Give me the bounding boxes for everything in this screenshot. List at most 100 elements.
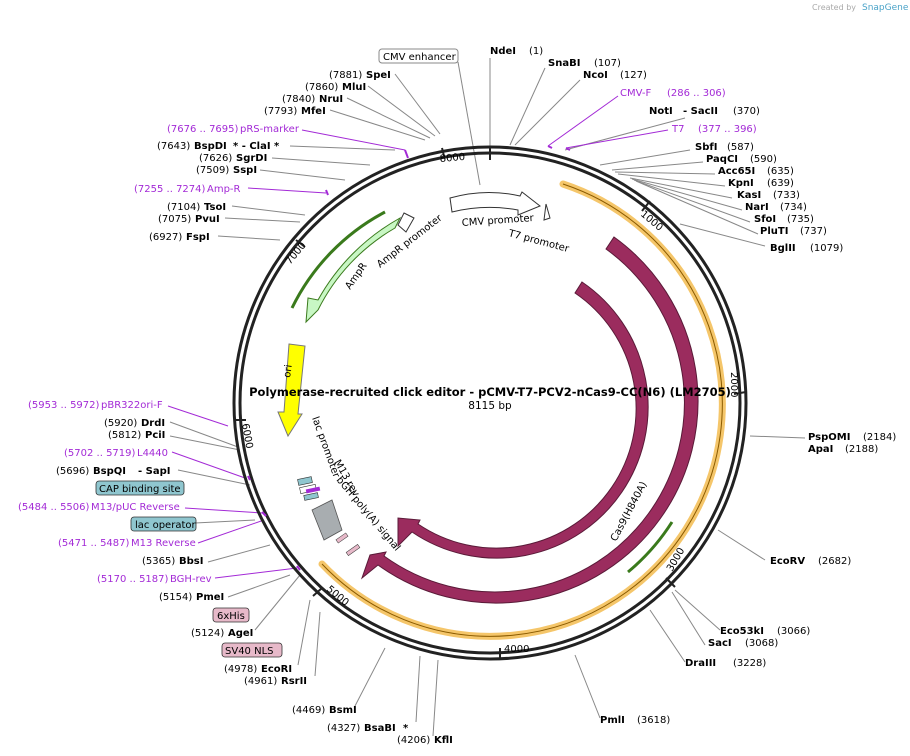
label-pluti: PluTI [760,226,788,237]
tick-label-6000: 6000 [239,423,254,450]
label-amp-r: Amp-R [207,184,241,195]
label-kpni: KpnI [728,178,754,189]
label-pvui: PvuI [195,214,220,225]
pos-bsabi: (4327) [327,723,360,734]
t7-promoter-arrow [543,203,551,221]
label-eco53ki: Eco53kI [720,626,764,637]
label-sgrdi: SgrDI [236,153,267,164]
primer-marks [247,145,571,571]
his-box [212,607,250,623]
label-pspomi: PspOMI [808,432,850,443]
pos-bgh-rev: (5170 .. 5187) [97,574,169,585]
leader-lines [169,58,806,737]
label-l4440: L4440 [137,448,168,459]
pos-m13-puc: (5484 .. 5506) [18,502,90,513]
cap-site-feature [297,476,313,486]
lac-operator-feature [303,492,319,501]
pos-fspi: (6927) [149,232,182,243]
label-drdi: DrdI [141,418,165,429]
label-ecori: EcoRI [261,664,292,675]
map-title: Polymerase-recruited click editor - pCMV… [249,385,731,399]
pos-kfli: (4206) [397,735,430,746]
label-kasi: KasI [737,190,761,201]
orf-line-cas9 [321,183,723,637]
pos-drdi: (5920) [104,418,137,429]
label-6xhis: 6xHis [217,611,245,622]
pos-tsoi: (7104) [167,202,200,213]
label-pcii: PciI [145,430,165,441]
label-tsoi: TsoI [204,202,226,213]
pos-ndei: (1) [529,46,543,57]
sv40-feature [345,543,361,557]
label-saci: SacI [708,638,732,649]
label-fspi: FspI [186,232,210,243]
pos-nrui: (7840) [282,94,315,105]
label-sbfi: SbfI [695,142,717,153]
label-sv40: SV40 NLS [225,646,274,657]
feature-label-t7-promoter: T7 promoter [506,228,571,255]
cas9-outer-arc [360,236,699,604]
label-draiii: DraIII [685,658,716,669]
pos-cmv-f: (286 .. 306) [667,88,726,99]
pos-l4440: (5702 .. 5719) [64,448,136,459]
pos-t7: (377 .. 396) [698,124,757,135]
pos-spei: (7881) [329,70,362,81]
label-noti-extra: - SacII [683,106,718,117]
label-bspqi-extra: - SapI [138,466,170,477]
ampr-promoter-arrow [397,212,415,233]
pos-bspqi: (5696) [56,466,89,477]
pos-bspdi: (7643) [157,141,190,152]
label-bbsi: BbsI [179,556,203,567]
label-sspi: SspI [233,165,257,176]
pos-eco53ki: (3066) [777,626,810,637]
label-ecorv: EcoRV [770,556,805,567]
his-feature [335,532,349,544]
label-sfoi: SfoI [754,214,776,225]
pos-rsrii: (4961) [244,676,277,687]
label-t7: T7 [671,124,684,135]
label-m13-puc: M13/pUC Reverse [91,502,180,513]
label-agei: AgeI [228,628,253,639]
pos-kasi: (733) [773,190,800,201]
sv40-nls-box [221,642,283,658]
pos-ecori: (4978) [224,664,257,675]
ori-arrow [277,343,306,438]
label-snabi: SnaBI [548,58,580,69]
pos-pbr322: (5953 .. 5972) [28,400,100,411]
label-lac-operator: lac operator [135,520,196,531]
cap-binding-box [95,480,185,496]
label-spei: SpeI [366,70,391,81]
pos-pcii: (5812) [108,430,141,441]
pos-mfei: (7793) [264,106,297,117]
label-cmv-enhancer: CMV enhancer [383,52,457,63]
pos-agei: (5124) [191,628,224,639]
cas9-inner-arc [397,281,649,559]
pos-sfoi: (735) [787,214,814,225]
label-bspdi: BspDI [194,141,227,152]
label-m13-reverse: M13 Reverse [131,538,196,549]
pos-bsmi: (4469) [292,705,325,716]
orf-green-ampr [290,210,386,309]
label-apai: ApaI [808,444,833,455]
label-acc65i: Acc65I [718,166,755,177]
label-rsrii: RsrII [281,676,307,687]
primer-leader-lines [167,95,669,579]
feature-label-cmv-promoter: CMV promoter [461,213,535,229]
pos-ncoi: (127) [620,70,647,81]
pos-pmli: (3618) [637,715,670,726]
label-bglii: BglII [770,243,796,254]
label-bspdi-extra: * - ClaI * [233,141,280,152]
pos-amp-r: (7255 .. 7274) [134,184,206,195]
pos-acc65i: (635) [767,166,794,177]
pos-pmei: (5154) [159,592,192,603]
tick-label-4000: 4000 [504,644,529,655]
pos-saci: (3068) [745,638,778,649]
label-cap: CAP binding site [99,484,181,495]
label-ncoi: NcoI [583,70,608,81]
pos-pluti: (737) [800,226,827,237]
watermark-text: Created by [812,3,856,12]
tick-label-8000: 8000 [439,152,465,165]
label-noti: NotI [649,106,673,117]
pos-nari: (734) [780,202,807,213]
label-pbr322: pBR322ori-F [101,400,163,411]
